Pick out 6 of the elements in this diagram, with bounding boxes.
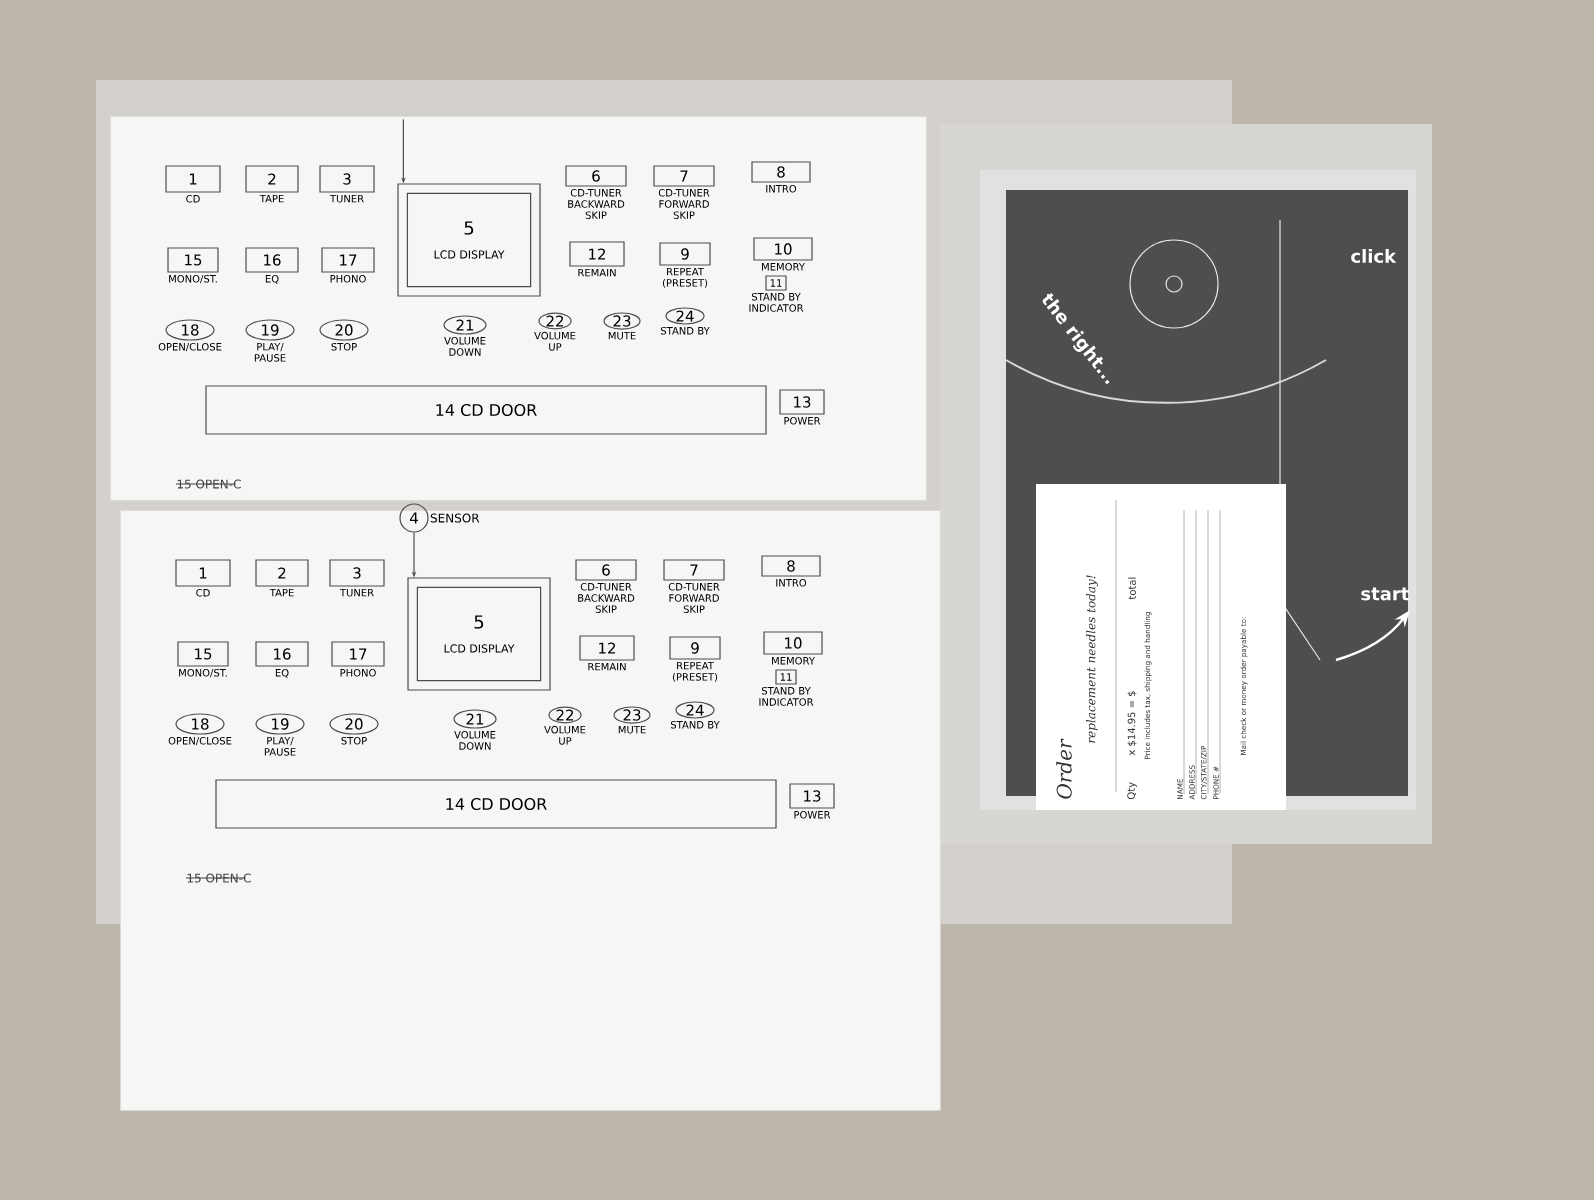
paper-sheet [120,510,941,1111]
sleeve-text: click [1351,249,1397,263]
paper-sheet [110,116,927,501]
cd-door: 14 CD DOOR [215,779,777,829]
cd-door: 14 CD DOOR [205,385,767,435]
order-form-text: Order [1056,738,1072,799]
